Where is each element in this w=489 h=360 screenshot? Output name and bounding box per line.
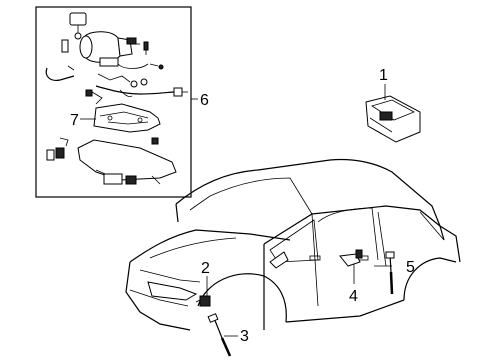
hardware-pieces [45, 39, 164, 88]
lower-shield [77, 139, 177, 185]
control-module [365, 95, 421, 143]
front-height-sensor [195, 295, 211, 307]
leader-lines [80, 84, 392, 337]
compressor-assembly [69, 12, 149, 67]
rear-strut [385, 251, 395, 295]
callout-2: 2 [201, 260, 210, 277]
callout-labels: 1 2 3 4 5 6 7 [70, 67, 415, 345]
wire-harness [85, 85, 188, 105]
mounting-bracket [93, 103, 161, 133]
rear-height-sensor [339, 249, 363, 267]
callout-4: 4 [349, 288, 358, 305]
detail-box [35, 6, 192, 198]
callout-1: 1 [379, 67, 388, 84]
front-strut [207, 313, 232, 357]
callout-3: 3 [240, 328, 249, 345]
callout-7: 7 [70, 112, 79, 129]
vehicle-outline [125, 158, 461, 331]
small-clips [46, 137, 159, 161]
callout-6: 6 [200, 92, 209, 109]
callout-5: 5 [406, 259, 415, 276]
